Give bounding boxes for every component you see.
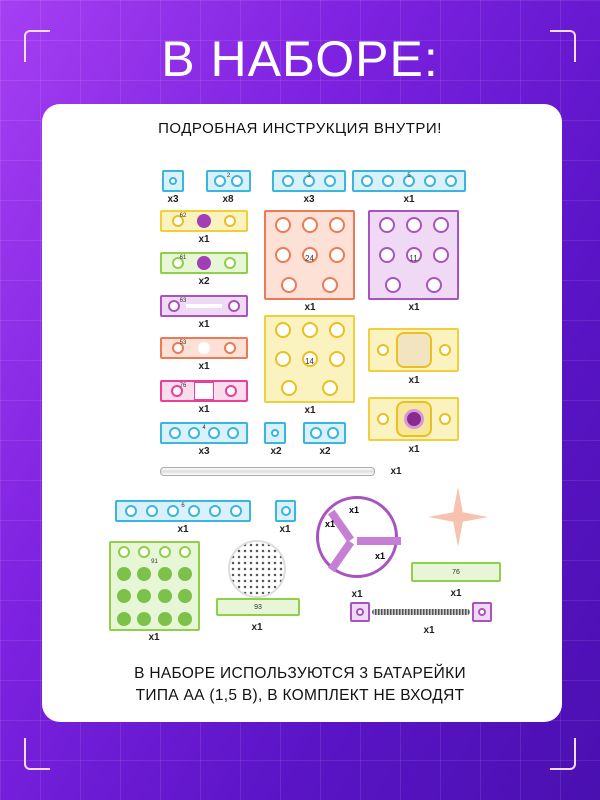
single-snap-part	[275, 500, 296, 522]
qty-label: x1	[390, 466, 402, 477]
qty-label: x1	[198, 319, 210, 330]
switch-62-part: 62	[160, 210, 248, 232]
short-wire-part	[303, 422, 346, 444]
corner-bracket	[24, 738, 50, 770]
qty-label: x2	[319, 446, 331, 457]
qty-label: x1	[251, 622, 263, 633]
spring-end	[472, 602, 492, 622]
speaker-part	[228, 540, 286, 598]
part-63: 63	[160, 295, 248, 317]
speaker-base: 93	[216, 598, 300, 616]
part-53: 53	[160, 337, 248, 359]
qty-label: x1	[408, 302, 420, 313]
qty-label: x1	[177, 524, 189, 535]
qty-label: x3	[167, 194, 179, 205]
qty-label: x1	[450, 588, 462, 599]
qty-label: x2	[198, 276, 210, 287]
wire-4-part: 4	[160, 422, 248, 444]
page-title: В НАБОРЕ:	[161, 31, 439, 87]
wire-3-part: 3	[272, 170, 346, 192]
qty-label: x1	[148, 632, 160, 643]
corner-bracket	[24, 30, 50, 62]
wire-5-part: 5	[352, 170, 466, 192]
qty-label: x1	[304, 405, 316, 416]
spring-part	[372, 609, 470, 615]
qty-label: x1	[198, 404, 210, 415]
battery-note-line-2: ТИПА АА (1,5 В), В КОМПЛЕКТ НЕ ВХОДЯТ	[135, 687, 465, 704]
qty-label: x8	[222, 194, 234, 205]
board-14-part: 14	[264, 315, 355, 403]
qty-label: x2	[270, 446, 282, 457]
single-snap-part	[264, 422, 286, 444]
battery-note-line-1: В НАБОРЕ ИСПОЛЬЗУЮТСЯ 3 БАТАРЕЙКИ	[134, 665, 466, 682]
axle-rod-part	[160, 467, 375, 476]
qty-label: x1	[408, 375, 420, 386]
sensor-part	[368, 328, 459, 372]
fan-part: x1 x1 x1	[316, 496, 401, 578]
wire-2-part: 2	[206, 170, 251, 192]
board-24-part: 24	[264, 210, 355, 300]
qty-label: x3	[303, 194, 315, 205]
qty-label: x1	[351, 589, 363, 600]
button-61-part: 61	[160, 252, 248, 274]
wire-6-part: 6	[115, 500, 251, 522]
spring-end	[350, 602, 370, 622]
battery-holder-part: 91	[109, 541, 200, 631]
qty-label: x1	[198, 234, 210, 245]
propeller-base: 76	[411, 562, 501, 582]
panel-subtitle: ПОДРОБНАЯ ИНСТРУКЦИЯ ВНУТРИ!	[158, 120, 442, 137]
corner-bracket	[550, 738, 576, 770]
board-11-part: 11	[368, 210, 459, 300]
battery-note: В НАБОРЕ ИСПОЛЬЗУЮТСЯ 3 БАТАРЕЙКИ ТИПА А…	[0, 663, 600, 707]
qty-label: x1	[304, 302, 316, 313]
qty-label: x1	[198, 361, 210, 372]
qty-label: x1	[279, 524, 291, 535]
motor-part	[368, 397, 459, 441]
single-snap-part	[162, 170, 184, 192]
qty-label: x3	[198, 446, 210, 457]
led-76-part: 76	[160, 380, 248, 402]
qty-label: x1	[408, 444, 420, 455]
qty-label: x1	[423, 625, 435, 636]
corner-bracket	[550, 30, 576, 62]
qty-label: x1	[403, 194, 415, 205]
